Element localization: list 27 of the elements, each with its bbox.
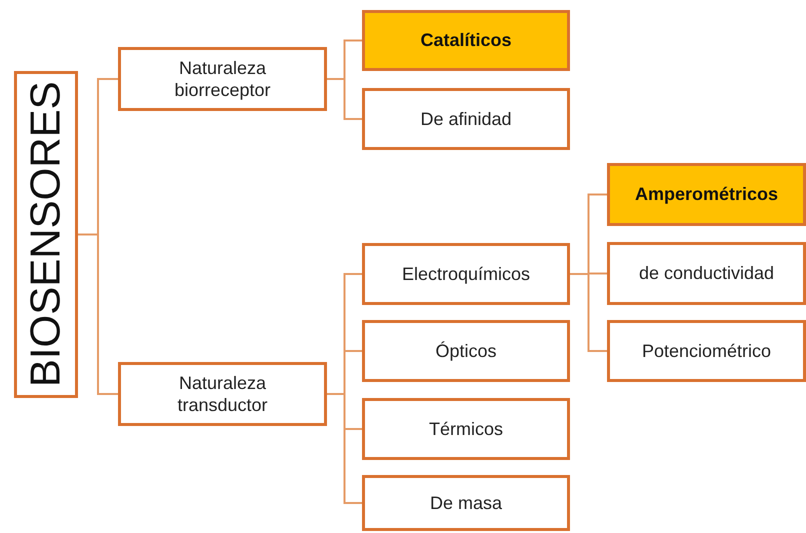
category-label: de conductividad bbox=[638, 262, 774, 285]
highlighted-category-box bbox=[362, 10, 570, 71]
category-label: Catalíticos bbox=[420, 29, 512, 52]
category-label: Ópticos bbox=[435, 340, 497, 362]
category-label: Potenciométrico bbox=[642, 340, 772, 362]
category-label: Naturaleza transductor bbox=[176, 372, 269, 416]
category-label: De masa bbox=[430, 492, 502, 514]
category-label: De afinidad bbox=[420, 108, 512, 130]
connector-line bbox=[78, 234, 118, 395]
category-label: Amperométricos bbox=[634, 183, 778, 206]
category-box bbox=[362, 320, 570, 382]
category-box bbox=[362, 398, 570, 460]
connector-line bbox=[327, 78, 362, 120]
connector-line bbox=[570, 273, 607, 352]
category-box bbox=[118, 362, 327, 426]
category-box bbox=[362, 243, 570, 305]
category-label: Naturaleza biorreceptor bbox=[173, 56, 272, 102]
category-box bbox=[607, 242, 806, 305]
category-label: Electroquímicos bbox=[402, 262, 530, 286]
title-text: BIOSENSORES bbox=[20, 82, 70, 388]
category-box bbox=[362, 88, 570, 150]
highlighted-category-box bbox=[607, 163, 806, 226]
category-box bbox=[362, 475, 570, 531]
category-label: Térmicos bbox=[428, 418, 503, 440]
category-box bbox=[118, 47, 327, 111]
category-box bbox=[14, 71, 78, 398]
category-box bbox=[607, 320, 806, 382]
